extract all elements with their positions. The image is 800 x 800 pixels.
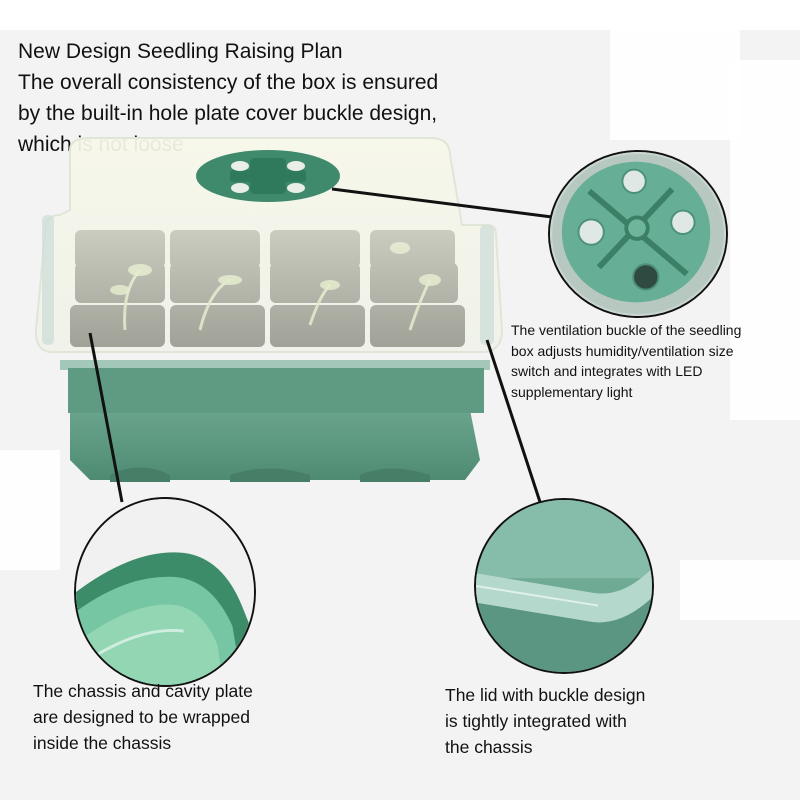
decorative-shape: [610, 30, 740, 140]
callout-line: supplementary light: [511, 383, 633, 400]
ventilation-buckle-detail: [548, 150, 728, 318]
callout-line: the chassis: [445, 737, 533, 757]
top-band: [0, 0, 800, 30]
lid-callout: The lid with buckle design is tightly in…: [445, 682, 645, 760]
seedling-tray-image: [30, 130, 510, 500]
lid-buckle-detail: [474, 498, 654, 674]
decorative-shape: [680, 560, 800, 620]
callout-line: The ventilation buckle of the seedling: [511, 322, 742, 338]
callout-line: box adjusts humidity/ventilation size: [511, 342, 734, 359]
callout-line: is tightly integrated with: [445, 711, 627, 731]
headline-line: by the built-in hole plate cover buckle …: [18, 102, 438, 125]
callout-line: inside the chassis: [33, 733, 172, 753]
vent-cap: [196, 150, 340, 202]
headline-title: New Design Seedling Raising Plan: [18, 40, 343, 63]
decorative-shape: [730, 60, 800, 420]
chassis-callout: The chassis and cavity plate are designe…: [33, 678, 253, 756]
headline-line: The overall consistency of the box is en…: [18, 71, 439, 94]
callout-line: The lid with buckle design: [445, 685, 646, 705]
decorative-shape: [0, 450, 60, 570]
chassis-detail: [74, 497, 256, 687]
callout-line: are designed to be wrapped: [33, 707, 250, 727]
ventilation-callout: The ventilation buckle of the seedling b…: [511, 320, 741, 402]
callout-line: The chassis and cavity plate: [33, 681, 253, 701]
callout-line: switch and integrates with LED: [511, 363, 703, 379]
